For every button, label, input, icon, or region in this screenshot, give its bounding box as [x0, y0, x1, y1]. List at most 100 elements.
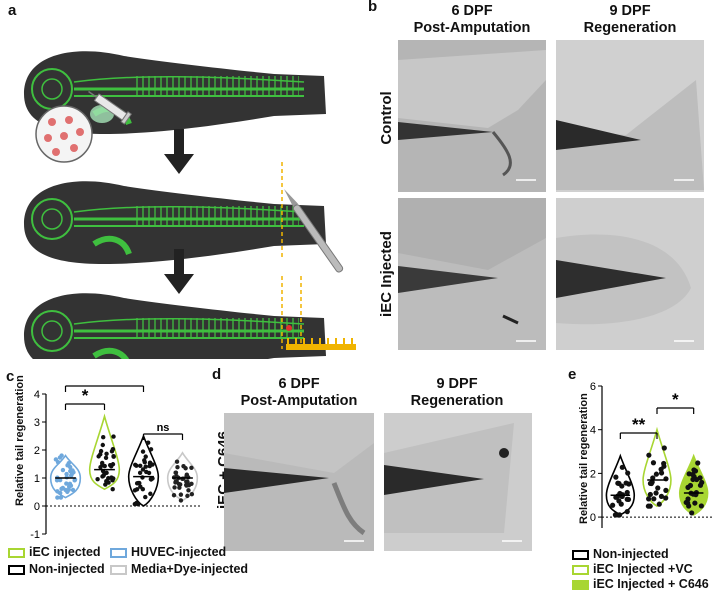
y-tick-label: 0 — [34, 501, 40, 513]
data-point — [54, 478, 60, 483]
data-point — [686, 471, 692, 477]
data-point — [109, 475, 114, 480]
data-point — [189, 491, 195, 497]
y-tick-label: 1 — [34, 473, 40, 485]
panel-label-a: a — [8, 2, 17, 19]
data-point — [70, 468, 75, 473]
data-point — [64, 471, 69, 477]
data-point — [148, 477, 154, 482]
data-point — [647, 491, 653, 498]
data-point — [656, 501, 662, 507]
data-point — [60, 467, 66, 473]
data-point — [147, 463, 152, 469]
data-point — [661, 445, 667, 451]
data-point — [55, 495, 60, 500]
data-point — [617, 512, 623, 518]
data-point — [651, 496, 657, 502]
data-point — [173, 470, 178, 475]
y-tick-label: 0 — [590, 512, 596, 524]
legend-text: HUVEC-injected — [131, 545, 227, 559]
data-point — [58, 495, 64, 500]
y-tick-label: 6 — [590, 381, 596, 393]
data-point — [663, 495, 669, 501]
legend-swatch-blue — [110, 547, 127, 558]
data-point — [145, 440, 151, 445]
data-point — [70, 487, 76, 493]
data-point — [60, 485, 66, 491]
y-tick-label: 2 — [34, 445, 40, 457]
data-point — [146, 470, 152, 476]
micrograph-iec-6dpf — [398, 198, 546, 350]
data-point — [646, 452, 652, 458]
data-point — [189, 481, 194, 486]
data-point — [661, 463, 667, 469]
data-point — [132, 501, 138, 507]
data-point — [685, 496, 691, 502]
legend-c-item-1: iEC injected — [8, 545, 101, 559]
data-point — [55, 460, 61, 465]
legend-text: iEC Injected +VC — [593, 562, 693, 576]
panel-d-col2-title: 9 DPF Regeneration — [410, 376, 504, 409]
data-point — [98, 448, 104, 454]
data-point — [138, 484, 143, 489]
y-tick-label: 4 — [34, 389, 40, 401]
y-tick-label: 2 — [590, 468, 596, 480]
data-point — [658, 493, 665, 499]
panel-b-col2-title: 9 DPF Regeneration — [583, 3, 677, 36]
data-point — [103, 482, 108, 487]
panel-b-col1-title: 6 DPF Post-Amputation — [413, 3, 531, 36]
data-point — [142, 460, 147, 465]
data-point — [689, 510, 695, 516]
micrograph-control-9dpf — [556, 40, 704, 192]
panel-b-row2-label: iEC Injected — [378, 231, 395, 317]
data-point — [645, 503, 651, 509]
data-point — [690, 476, 696, 483]
micrograph-control-6dpf — [398, 40, 546, 192]
y-tick-label: -1 — [30, 529, 40, 541]
legend-swatch-lime — [572, 564, 589, 575]
legend-swatch-black — [572, 549, 589, 560]
legend-e-item-2: iEC Injected +VC — [572, 562, 693, 576]
data-point — [107, 462, 113, 468]
data-point — [653, 490, 659, 496]
legend-text: iEC injected — [29, 545, 101, 559]
data-point — [685, 500, 691, 506]
data-point — [111, 434, 116, 439]
y-tick-label: 3 — [34, 417, 40, 429]
data-point — [613, 474, 619, 480]
data-point — [175, 465, 180, 470]
data-point — [184, 483, 189, 488]
data-point — [96, 454, 101, 459]
significance-label: * — [672, 390, 679, 409]
data-point — [138, 463, 143, 468]
data-point — [697, 482, 704, 488]
data-point — [103, 455, 109, 460]
panel-label-e: e — [568, 366, 577, 383]
data-point — [100, 460, 105, 466]
data-point — [658, 470, 665, 476]
data-point — [98, 465, 103, 470]
data-point — [189, 465, 194, 470]
panel-label-b: b — [368, 0, 378, 15]
significance-label: * — [82, 386, 89, 405]
data-point — [104, 451, 109, 456]
data-point — [140, 449, 146, 454]
data-point — [692, 500, 698, 506]
data-point — [647, 480, 654, 487]
data-point — [697, 475, 703, 481]
data-point — [58, 490, 63, 496]
data-point — [619, 483, 625, 489]
data-point — [172, 485, 177, 490]
data-point — [136, 480, 141, 486]
legend-c-item-2: HUVEC-injected — [110, 545, 226, 559]
data-point — [72, 478, 77, 483]
data-point — [624, 489, 630, 496]
data-point — [95, 476, 100, 482]
data-point — [691, 467, 697, 473]
data-point — [618, 501, 624, 507]
data-point — [646, 496, 652, 502]
data-point — [66, 487, 71, 492]
micrograph-c646-6dpf — [224, 413, 374, 551]
data-point — [148, 447, 154, 452]
legend-c-item-3: Non-injected — [8, 562, 105, 576]
